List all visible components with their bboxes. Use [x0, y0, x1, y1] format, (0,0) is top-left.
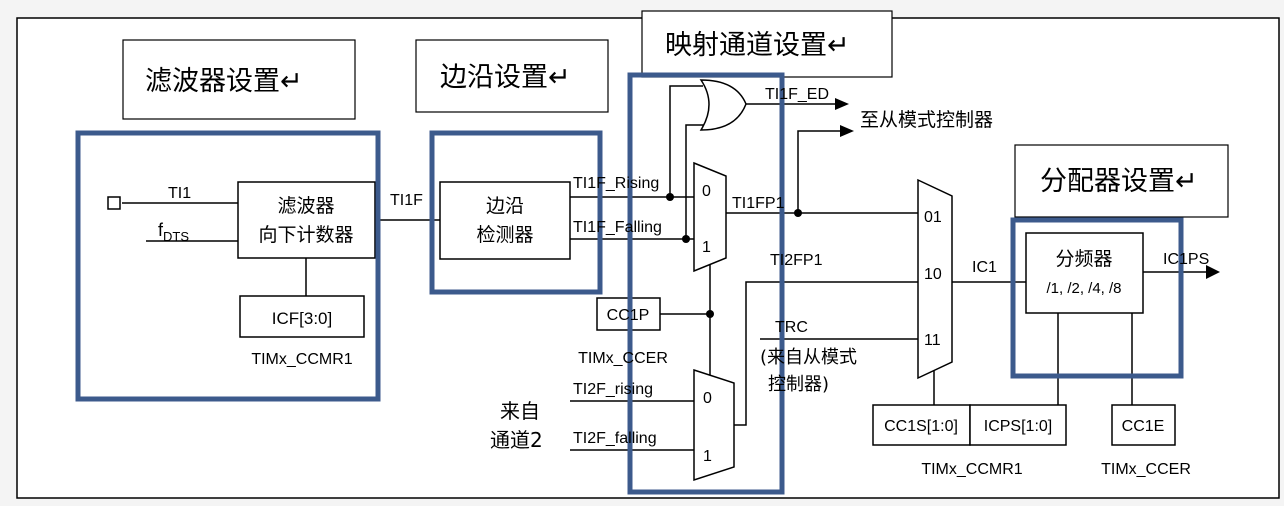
highlight-prescaler	[1010, 217, 1184, 379]
edge-label-1: 边沿	[486, 195, 524, 217]
callout-filter-text: 滤波器设置↵	[145, 66, 303, 97]
junction-dot	[666, 193, 674, 201]
junctions	[666, 193, 802, 318]
cc1p-label: CC1P	[607, 307, 650, 324]
arrowheads	[835, 98, 1220, 279]
mux-ti2-edge	[693, 368, 735, 482]
highlight-edge	[429, 130, 603, 295]
mux1-in1: 1	[702, 239, 711, 256]
trc-note-1: (来自从模式	[760, 347, 857, 368]
signal-fdts-main: f	[158, 220, 164, 240]
signal-ic1ps: IC1PS	[1163, 251, 1209, 268]
icf-label: ICF[3:0]	[272, 309, 332, 328]
mux2-in0: 0	[703, 390, 712, 407]
callout-mapping-box	[641, 10, 893, 78]
cc1s-label: CC1S[1:0]	[884, 418, 958, 435]
mux1-in0: 0	[702, 183, 711, 200]
edge-detector-block	[439, 181, 571, 260]
icps-box	[969, 404, 1067, 446]
mux3-in10: 10	[924, 266, 942, 283]
signal-trc: TRC	[775, 319, 808, 336]
prescaler-label-2: /1, /2, /4, /8	[1046, 280, 1121, 297]
prescaler-label-1: 分频器	[1055, 248, 1112, 270]
signal-ti2fp1: TI2FP1	[770, 252, 823, 269]
signal-to-slave: 至从模式控制器	[860, 109, 993, 131]
callout-prescaler-text: 分配器设置↵	[1040, 166, 1198, 197]
arrow-to-slave	[840, 125, 854, 137]
signal-ti2f-falling: TI2F_falling	[573, 430, 657, 447]
mux-ic1-select	[917, 178, 953, 380]
or-gate	[699, 79, 747, 131]
ti1-terminal	[107, 196, 121, 210]
mux3-in11: 11	[924, 332, 941, 349]
reg-ccer-mid: TIMx_CCER	[578, 350, 668, 367]
reg-ccer-right: TIMx_CCER	[1101, 461, 1191, 478]
arrow-ic1ps	[1206, 265, 1220, 279]
filter-label-1: 滤波器	[277, 195, 334, 217]
cc1e-label: CC1E	[1122, 418, 1165, 435]
filter-block	[237, 181, 376, 259]
signal-ic1: IC1	[972, 259, 997, 276]
signal-ti1f-ed: TI1F_ED	[765, 86, 829, 103]
signal-fdts-sub: DTS	[163, 229, 189, 244]
callout-filter-box	[122, 39, 356, 120]
signal-ti1f-falling: TI1F_Falling	[573, 219, 662, 236]
highlight-mapping	[627, 72, 785, 495]
cc1s-box	[872, 404, 971, 446]
signal-ti1f-rising: TI1F_Rising	[573, 175, 659, 192]
reg-ccmr1-left: TIMx_CCMR1	[251, 351, 352, 368]
prescaler-block	[1025, 232, 1144, 314]
filter-label-2: 向下计数器	[258, 224, 353, 246]
signal-ti1f: TI1F	[390, 192, 423, 209]
from-ch2-2: 通道2	[490, 428, 543, 452]
callout-prescaler-box	[1014, 144, 1229, 218]
junction-dot	[682, 235, 690, 243]
mux-ti1-edge	[693, 161, 727, 273]
icf-box	[239, 295, 365, 338]
reg-ccmr1-right: TIMx_CCMR1	[921, 461, 1022, 478]
trc-note-2: 控制器)	[768, 374, 829, 395]
junction-dot	[706, 310, 714, 318]
wires	[122, 85, 1206, 451]
mux2-in1: 1	[703, 448, 712, 465]
highlight-filter	[75, 130, 381, 402]
junction-dot	[794, 209, 802, 217]
edge-label-2: 检测器	[476, 224, 533, 246]
signal-ti1fp1: TI1FP1	[732, 195, 785, 212]
cc1e-box	[1111, 404, 1176, 446]
callout-mapping-text: 映射通道设置↵	[665, 30, 850, 61]
highlight-frames	[75, 72, 1184, 495]
arrow-ti1f-ed	[835, 98, 849, 110]
signal-fdts: fDTS	[158, 220, 189, 244]
signal-ti1: TI1	[168, 185, 191, 202]
from-ch2-1: 来自	[500, 399, 540, 423]
signal-ti2f-rising: TI2F_rising	[573, 381, 653, 398]
callout-edge-box	[415, 39, 609, 113]
icps-label: ICPS[1:0]	[984, 418, 1052, 435]
mux3-in01: 01	[924, 209, 942, 226]
callout-edge-text: 边沿设置↵	[440, 62, 571, 93]
